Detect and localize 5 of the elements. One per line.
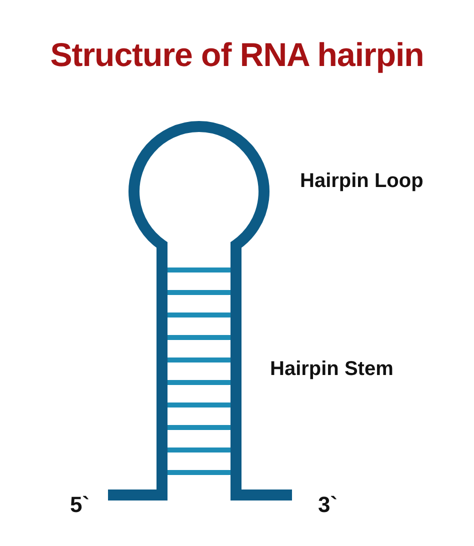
end-label: 3` xyxy=(318,492,338,518)
end-label: 5` xyxy=(70,492,90,518)
structure-label: Hairpin Loop xyxy=(300,170,424,193)
structure-label: Hairpin Stem xyxy=(270,358,394,381)
title: Structure of RNA hairpin xyxy=(49,36,425,74)
